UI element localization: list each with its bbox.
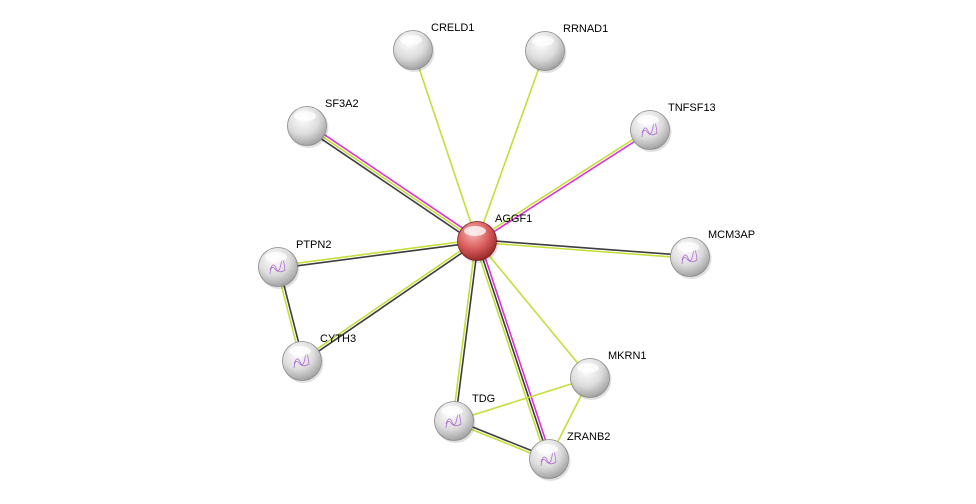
- edge-textmining-line: [306, 125, 478, 242]
- edge-aggf1-cyth3[interactable]: [300, 239, 479, 363]
- edge-textmining-line: [476, 50, 546, 242]
- node-highlight: [289, 346, 311, 356]
- edge-textmining-line: [277, 238, 477, 267]
- node-label: CYTH3: [320, 333, 356, 345]
- edge-coexpression-line: [477, 238, 691, 257]
- node-zranb2[interactable]: ZRANB2: [529, 431, 611, 481]
- node-label: ZRANB2: [567, 431, 610, 443]
- node-rrnad1[interactable]: RRNAD1: [525, 23, 609, 73]
- node-tnfsf13[interactable]: TNFSF13: [630, 102, 716, 152]
- edge-textmining-line: [451, 240, 477, 421]
- node-sf3a2[interactable]: SF3A2: [287, 98, 359, 148]
- node-highlight: [532, 36, 554, 46]
- node-highlight: [441, 406, 463, 416]
- node-label: TNFSF13: [668, 102, 716, 114]
- edge-aggf1-zranb2[interactable]: [473, 239, 553, 461]
- node-label: MCM3AP: [708, 229, 755, 241]
- edge-coexpression-line: [278, 241, 478, 270]
- node-highlight: [294, 111, 316, 121]
- node-highlight: [400, 35, 422, 45]
- node-label: MKRN1: [608, 350, 647, 362]
- node-label: PTPN2: [296, 239, 331, 251]
- node-mcm3ap[interactable]: MCM3AP: [670, 229, 756, 279]
- edge-aggf1-tdg[interactable]: [451, 240, 480, 422]
- node-creld1[interactable]: CRELD1: [393, 22, 475, 72]
- edge-aggf1-sf3a2[interactable]: [305, 123, 479, 244]
- edge-textmining-line: [476, 240, 591, 379]
- edge-experiments-line: [477, 130, 652, 243]
- node-label: TDG: [472, 393, 495, 405]
- edge-coexpression-line: [476, 240, 550, 460]
- node-cyth3[interactable]: CYTH3: [282, 333, 357, 383]
- node-label: RRNAD1: [563, 23, 608, 35]
- edge-aggf1-tnfsf13[interactable]: [475, 128, 652, 243]
- node-label: AGGF1: [495, 213, 532, 225]
- edge-aggf1-rrnad1[interactable]: [476, 50, 546, 242]
- edge-textmining-line: [300, 239, 477, 361]
- edge-textmining-line: [412, 49, 478, 242]
- edge-aggf1-mcm3ap[interactable]: [476, 238, 691, 260]
- edge-textmining-line: [473, 241, 548, 461]
- node-tdg[interactable]: TDG: [434, 393, 496, 443]
- edge-tdg-mkrn1[interactable]: [453, 377, 591, 422]
- edge-experiments-line: [308, 123, 479, 240]
- edge-aggf1-creld1[interactable]: [412, 49, 478, 242]
- node-label: CRELD1: [431, 22, 474, 34]
- edge-coexpression-line: [302, 241, 479, 363]
- node-highlight: [265, 252, 287, 262]
- edge-coexpression-line: [454, 241, 480, 422]
- edge-textmining-line: [453, 377, 591, 422]
- node-label: SF3A2: [325, 98, 359, 110]
- node-mkrn1[interactable]: MKRN1: [570, 350, 647, 400]
- node-highlight: [637, 115, 659, 125]
- node-highlight: [536, 444, 558, 454]
- edge-textmining-line: [476, 241, 690, 260]
- node-aggf1[interactable]: AGGF1: [457, 213, 533, 263]
- edge-textmining-line: [475, 128, 650, 241]
- node-ptpn2[interactable]: PTPN2: [258, 239, 332, 289]
- node-highlight: [464, 226, 486, 236]
- node-highlight: [677, 242, 699, 252]
- edge-coexpression-line: [305, 127, 476, 244]
- edge-aggf1-mkrn1[interactable]: [476, 240, 591, 379]
- edge-experiments-line: [478, 239, 553, 459]
- node-highlight: [577, 363, 599, 373]
- edge-aggf1-ptpn2[interactable]: [277, 238, 478, 270]
